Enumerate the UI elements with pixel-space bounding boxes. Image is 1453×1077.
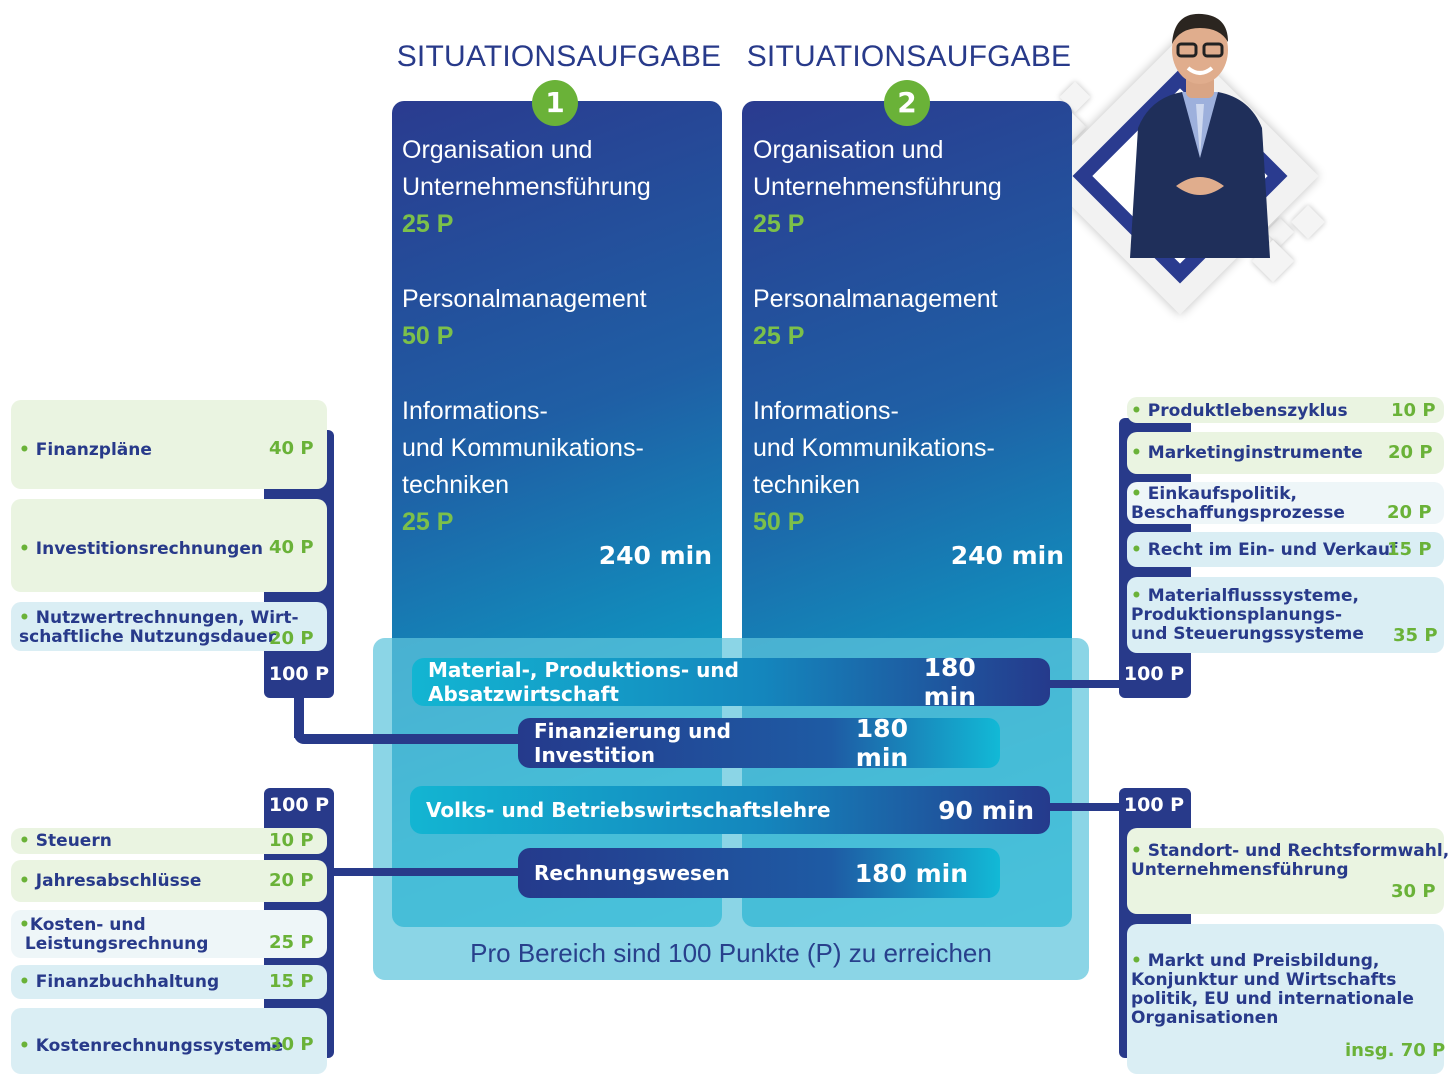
connector-line	[330, 868, 530, 876]
subject-points: 50 P	[402, 322, 454, 350]
list-item: • Materialflusssysteme, Produktionsplanu…	[1127, 577, 1444, 653]
group-left-top-total: 100 P	[268, 663, 330, 685]
subject-name: Personalmanagement	[753, 285, 998, 313]
situation-2-content: Organisation und Unternehmensführung 25 …	[753, 132, 1063, 541]
list-item: • Investitionsrechnungen 40 P	[11, 499, 327, 592]
situation-1-number-badge: 1	[532, 80, 578, 126]
subject-points: 25 P	[753, 210, 805, 238]
band-material-production: Material-, Produktions- und Absatzwirtsc…	[412, 653, 1050, 711]
situation-2-title: SITUATIONSAUFGABE	[746, 40, 1072, 73]
group-right-bottom-total: 100 P	[1123, 794, 1185, 816]
list-item: • Finanzpläne 40 P	[11, 400, 327, 489]
list-item: • Produktlebenszyklus 10 P	[1127, 397, 1444, 423]
band-title: Volks- und Betriebswirtschaftslehre	[426, 798, 831, 822]
connector-line	[294, 734, 534, 744]
person-photo	[1130, 13, 1270, 258]
situation-1-content: Organisation und Unternehmensführung 25 …	[402, 132, 712, 541]
situation-2-number-badge: 2	[884, 80, 930, 126]
situation-2-time: 240 min	[950, 541, 1064, 570]
connector-line	[294, 690, 304, 738]
subject-points: 25 P	[402, 210, 454, 238]
list-item: • Einkaufspolitik, Beschaffungsprozesse …	[1127, 482, 1444, 524]
list-item: • Markt und Preisbildung, Konjunktur und…	[1127, 924, 1445, 1074]
list-item: • Marketinginstrumente 20 P	[1127, 432, 1444, 474]
band-time: 90 min	[938, 795, 1034, 825]
band-title: Finanzierung und Investition	[534, 719, 731, 767]
list-item: • Jahresabschlüsse 20 P	[11, 860, 327, 902]
subject-name: Informations- und Kommunikations- techni…	[753, 397, 995, 499]
list-item: • Recht im Ein- und Verkauf 15 P	[1127, 532, 1444, 567]
list-item: • Finanzbuchhaltung 15 P	[11, 965, 327, 999]
subject-points: 25 P	[753, 322, 805, 350]
points-footer-note: Pro Bereich sind 100 Punkte (P) zu errei…	[470, 938, 992, 968]
band-economics: Volks- und Betriebswirtschaftslehre 90 m…	[410, 786, 1050, 834]
connector-line	[1040, 680, 1130, 688]
band-time: 180 min	[855, 714, 909, 772]
subject-name: Organisation und Unternehmensführung	[753, 136, 1002, 201]
band-time: 180 min	[923, 653, 977, 711]
band-time: 180 min	[854, 858, 968, 888]
connector-line	[1040, 803, 1130, 811]
list-item: • Standort- und Rechtsformwahl, Unterneh…	[1127, 828, 1449, 914]
list-item: • Nutzwertrechnungen, Wirt- schaftliche …	[11, 602, 327, 651]
subject-name: Personalmanagement	[402, 285, 647, 313]
list-item: • Kostenrechnungssysteme 30 P	[11, 1008, 327, 1074]
list-item: •Kosten- und Leistungsrechnung 25 P	[11, 910, 327, 958]
subject-name: Organisation und Unternehmensführung	[402, 136, 651, 201]
subject-points: 50 P	[753, 508, 805, 536]
situation-1-time: 240 min	[598, 541, 712, 570]
band-title: Rechnungswesen	[534, 861, 730, 885]
group-left-bottom-total: 100 P	[268, 794, 330, 816]
situation-1-title: SITUATIONSAUFGABE	[396, 40, 722, 73]
subject-name: Informations- und Kommunikations- techni…	[402, 397, 644, 499]
band-finance-investment: Finanzierung und Investition 180 min	[518, 714, 1000, 772]
band-accounting: Rechnungswesen 180 min	[518, 848, 1000, 898]
list-item: • Steuern 10 P	[11, 828, 327, 854]
band-title: Material-, Produktions- und Absatzwirtsc…	[428, 658, 739, 706]
subject-points: 25 P	[402, 508, 454, 536]
group-right-top-total: 100 P	[1123, 663, 1185, 685]
decor-square	[1291, 205, 1325, 239]
